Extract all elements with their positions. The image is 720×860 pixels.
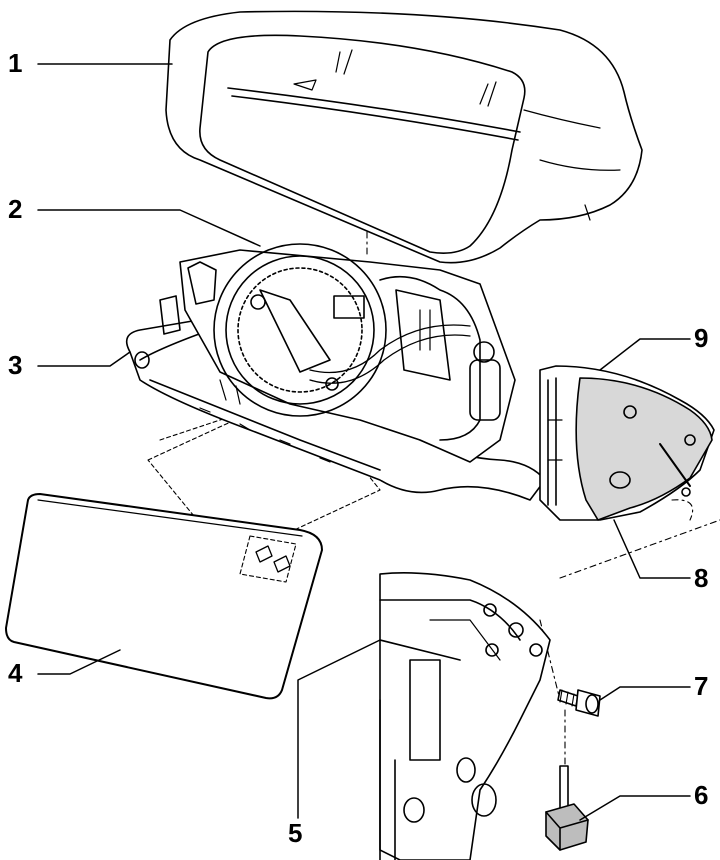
callout-3: 3 bbox=[8, 350, 23, 380]
callout-2: 2 bbox=[8, 194, 23, 224]
alignment-lines bbox=[366, 231, 720, 771]
part-mirror-glass bbox=[5, 493, 323, 700]
part-connector bbox=[545, 765, 589, 851]
callout-9: 9 bbox=[694, 323, 709, 353]
part-screw bbox=[557, 689, 601, 717]
leader-lines bbox=[37, 63, 691, 821]
callout-7: 7 bbox=[694, 671, 709, 701]
part-cover-cap bbox=[575, 377, 713, 521]
callout-1: 1 bbox=[8, 48, 23, 78]
callout-8: 8 bbox=[694, 563, 709, 593]
callout-6: 6 bbox=[694, 780, 709, 810]
part-mirror-housing-cover bbox=[165, 10, 643, 264]
callout-5: 5 bbox=[288, 818, 303, 848]
callout-4: 4 bbox=[8, 658, 23, 688]
part-adjustment-motor bbox=[159, 243, 516, 463]
part-mirror-base bbox=[379, 572, 551, 860]
